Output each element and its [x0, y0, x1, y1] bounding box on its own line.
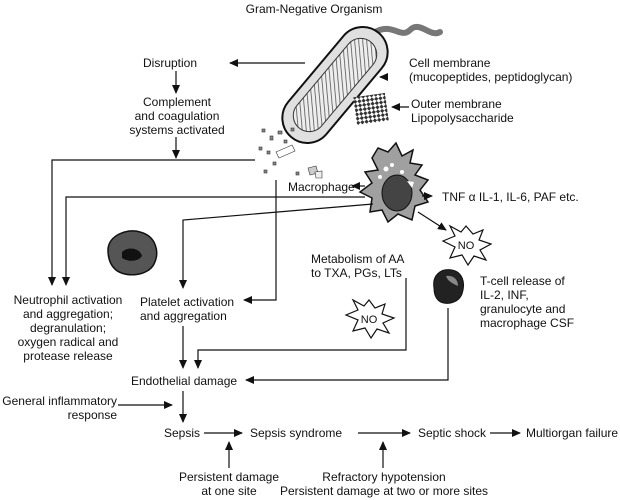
- t-cell-icon: [433, 269, 465, 304]
- connector-arrows: [48, 59, 521, 468]
- bacterium-icon: [281, 23, 443, 144]
- multiorgan-failure-label: Multiorgan failure: [526, 426, 619, 440]
- cytokines-label: TNF α IL-1, IL-6, PAF etc.: [442, 190, 579, 204]
- lipopolysaccharide-fragment-icon: [353, 92, 389, 126]
- macrophage-cell-icon: [358, 141, 430, 224]
- debris-fragments-icon: [258, 127, 323, 179]
- sepsis-label: Sepsis: [164, 426, 201, 440]
- macrophage-label: Macrophage: [288, 180, 355, 194]
- no-starburst-icon: [441, 224, 493, 267]
- endothelial-damage-label: Endothelial damage: [131, 374, 238, 388]
- disruption-label: Disruption: [143, 56, 198, 70]
- dark-cell-icon: [107, 230, 158, 276]
- sepsis-syndrome-label: Sepsis syndrome: [250, 426, 343, 440]
- no-label: NO: [360, 314, 378, 326]
- no-starburst-icon: [344, 298, 396, 340]
- no-label: NO: [457, 240, 475, 252]
- diagram-title: Gram-Negative Organism: [245, 2, 383, 16]
- cell-membrane-label: Cell membrane(mucopeptides, peptidoglyca…: [409, 56, 573, 84]
- septic-shock-label: Septic shock: [418, 426, 487, 440]
